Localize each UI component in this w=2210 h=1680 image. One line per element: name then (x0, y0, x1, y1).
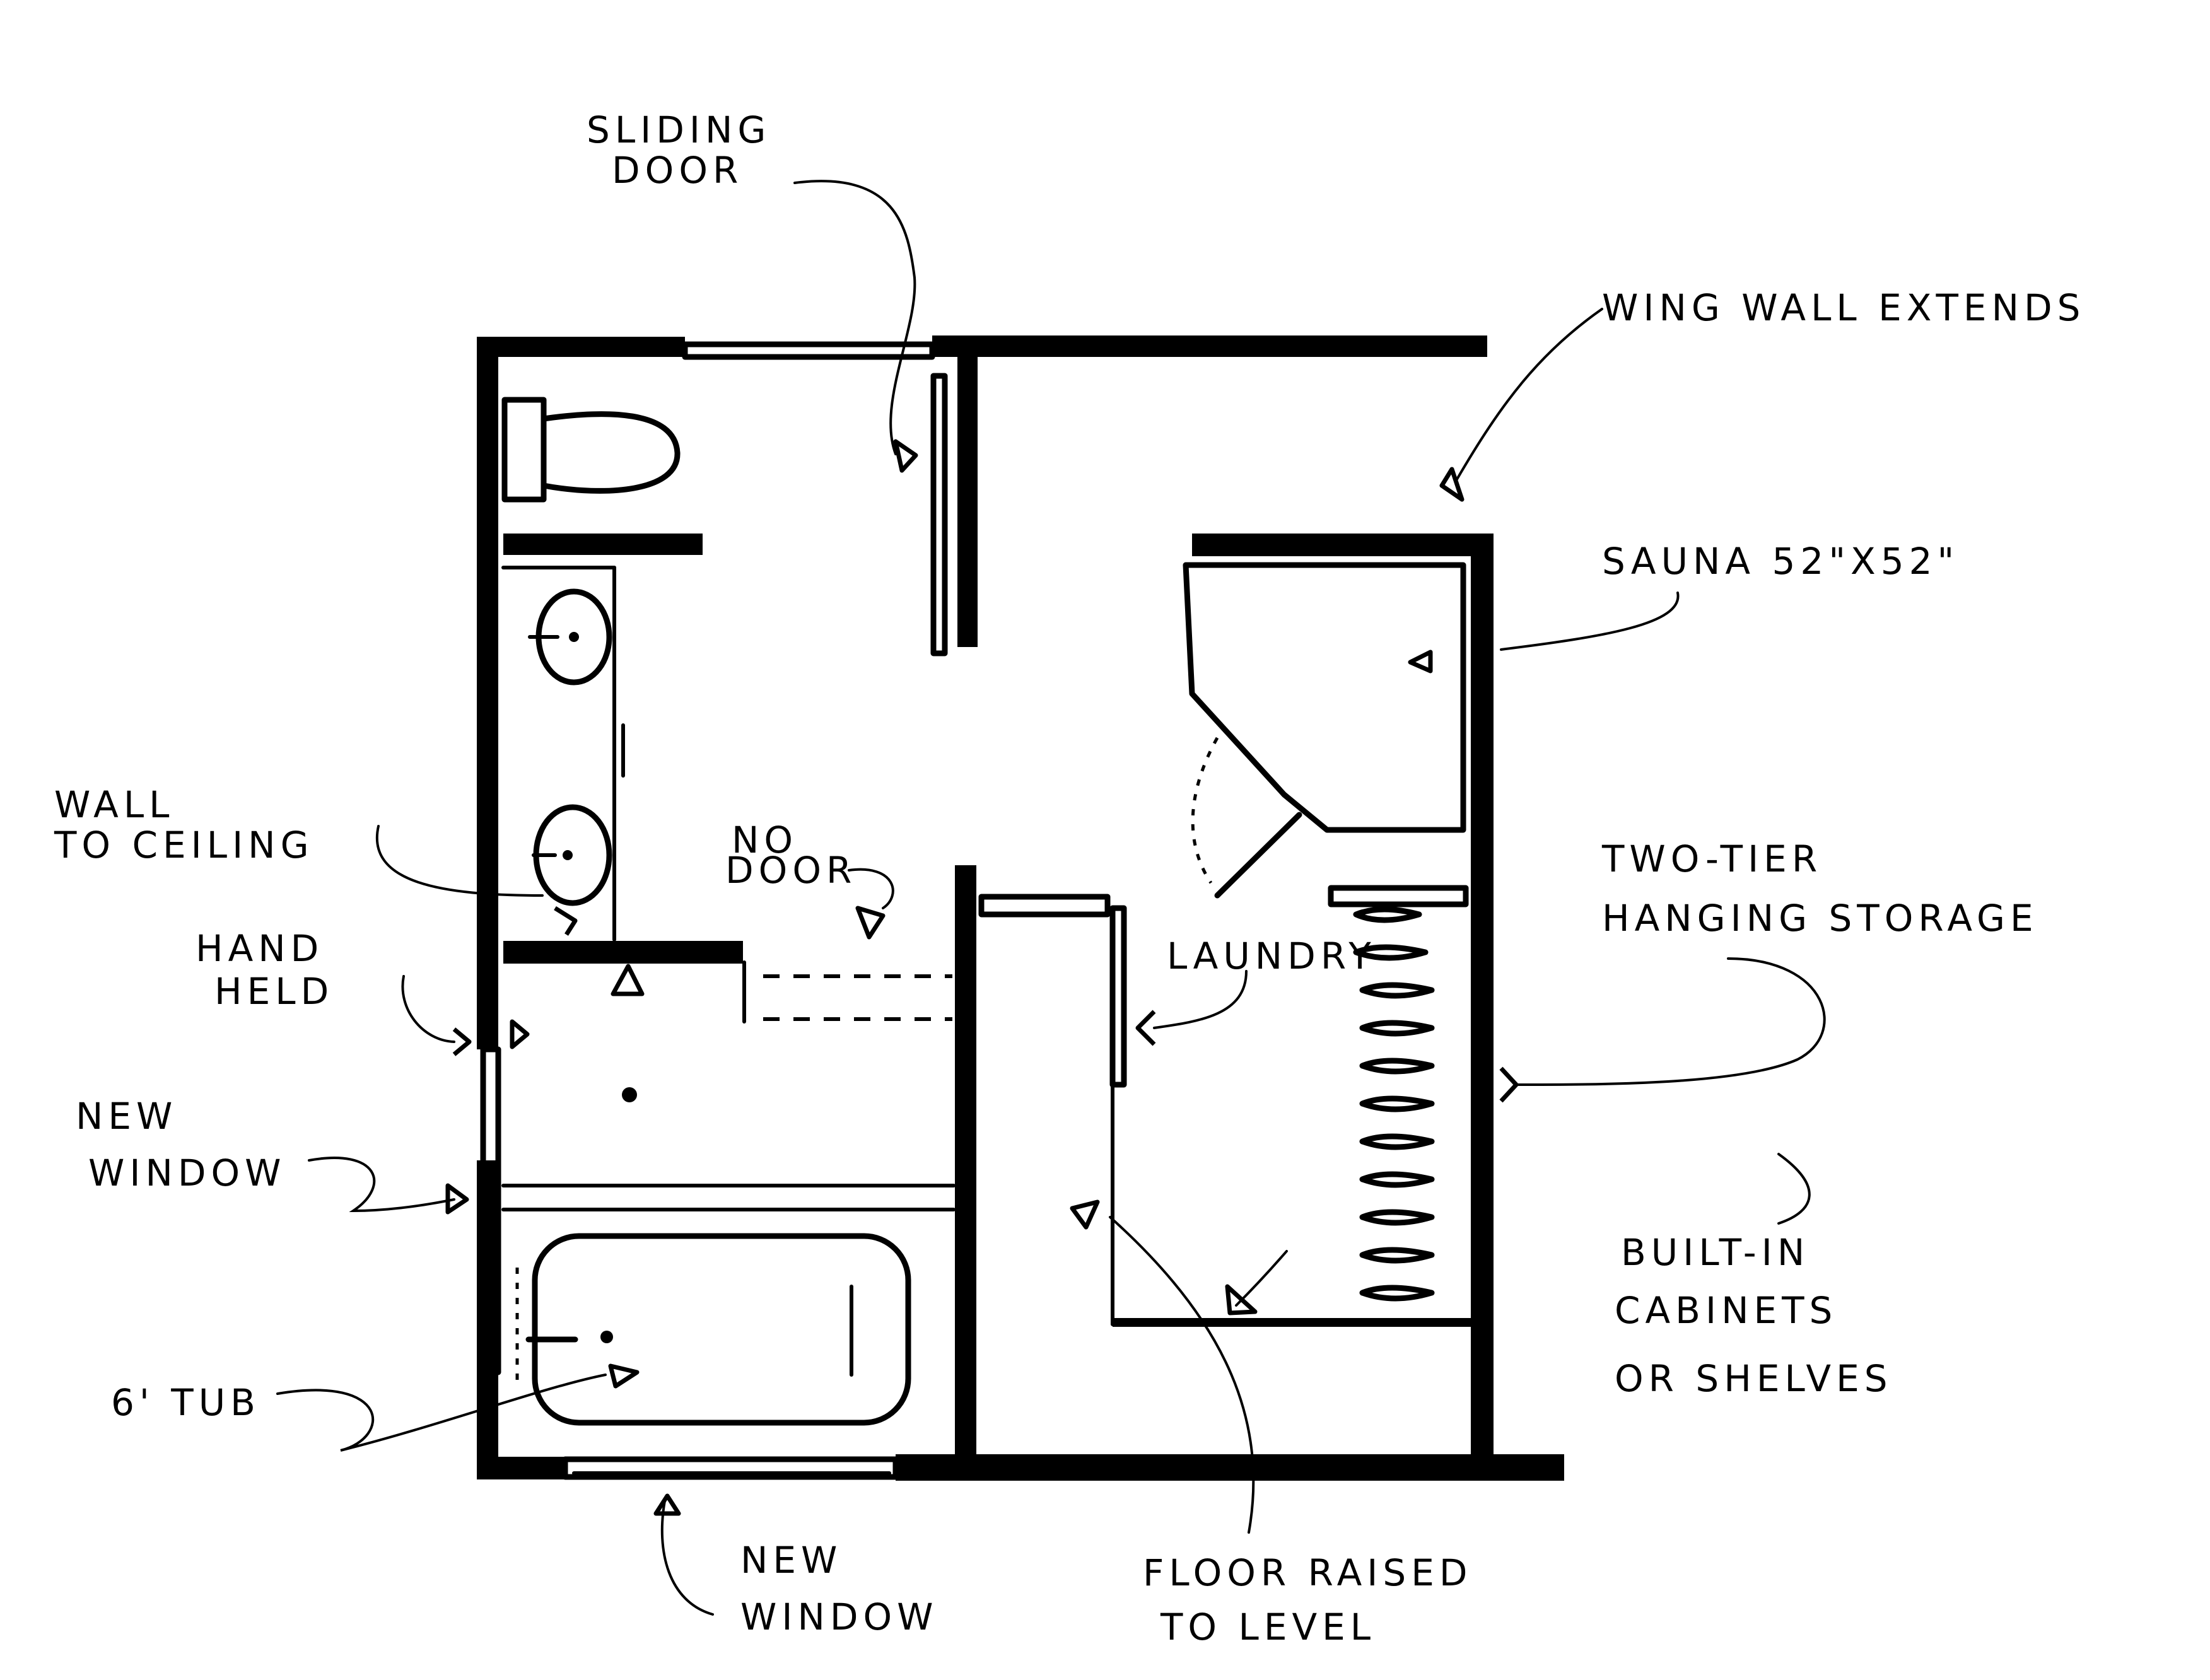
label-wall-to-ceiling-line2: TO CEILING (54, 824, 314, 866)
toilet-bowl (541, 411, 681, 494)
storage-top-shelf (1328, 885, 1469, 907)
shower-and-tub (501, 1087, 956, 1426)
arrow-shower-head (611, 964, 645, 996)
arrow-built-in (1225, 1284, 1258, 1315)
leader-tub (276, 1374, 607, 1452)
sliding-door-pocket-wall (957, 357, 978, 647)
hanging-storage-clothes (1353, 906, 1435, 1302)
leader-built-in (1777, 1153, 1811, 1225)
shower-drain (622, 1087, 637, 1102)
top-wall-right-segment (932, 335, 1487, 357)
leader-sliding-door (793, 180, 916, 455)
left-wall-upper (477, 337, 498, 1049)
tub (532, 1233, 911, 1426)
right-wall (1471, 534, 1494, 1461)
shower-partition-wall (503, 941, 743, 964)
left-wall-lower (477, 1160, 498, 1476)
sauna-door (1214, 812, 1302, 899)
sliding-door-track (682, 341, 935, 360)
annotation-leaders (276, 180, 1826, 1616)
new-window-left (480, 1046, 501, 1375)
exterior-walls (477, 335, 1564, 1481)
sauna-outline (1183, 562, 1466, 833)
top-wall-left-segment (477, 337, 685, 357)
sauna-door-swing (1191, 737, 1219, 884)
leader-wall-to-ceiling (376, 825, 544, 897)
leader-two-tier (1515, 957, 1826, 1086)
arrow-tub (608, 1363, 640, 1389)
label-floor-raised-line2: TO LEVEL (1160, 1606, 1376, 1648)
new-window-bottom (562, 1456, 899, 1480)
tub-drain (600, 1331, 613, 1343)
arrow-wing-wall (1439, 467, 1465, 502)
label-no-door-line1: NO (732, 819, 798, 861)
arrow-sliding-door (893, 439, 918, 473)
laundry-divider-wall (955, 865, 976, 1458)
openings (480, 341, 935, 1480)
leader-wing-wall (1456, 308, 1603, 481)
toilet-partition-wall (503, 534, 703, 555)
label-no-door-line2: DOOR (725, 849, 857, 892)
leader-floor-raised (1109, 1216, 1255, 1534)
label-sauna: SAUNA 52"X52" (1602, 540, 1959, 583)
sliding-door-panel (930, 373, 948, 656)
closet-floor-step (1113, 1318, 1471, 1327)
label-new-window-left-line2: WINDOW (88, 1152, 286, 1194)
label-two-tier-line2: HANGING STORAGE (1602, 897, 2038, 940)
arrow-laundry (1135, 1010, 1156, 1046)
arrow-new-window-bottom (653, 1493, 681, 1516)
label-new-window-bottom-line1: NEW (740, 1539, 842, 1582)
label-laundry: LAUNDRY (1167, 935, 1376, 977)
arrow-hand-held (452, 1027, 472, 1056)
arrow-floor-raised (1070, 1199, 1100, 1230)
leader-laundry (1153, 970, 1248, 1029)
leader-new-window-bottom (660, 1500, 714, 1616)
laundry-shelf (978, 894, 1111, 918)
arrow-no-door (855, 906, 886, 940)
leader-no-door (848, 868, 894, 909)
label-built-in-line2: CABINETS (1615, 1289, 1837, 1332)
annotation-labels: SLIDING DOOR WING WALL EXTENDS SAUNA 52"… (54, 108, 2085, 1648)
sink-lower-drain (563, 850, 573, 860)
label-tub: 6' TUB (111, 1381, 260, 1424)
leader-hand-held (401, 975, 455, 1043)
bottom-wall-right-segment (896, 1454, 1564, 1481)
arrow-hand-held-fixture (510, 1019, 530, 1049)
label-built-in-line1: BUILT-IN (1621, 1231, 1810, 1274)
vanity (501, 566, 625, 942)
label-sliding-door-line2: DOOR (612, 149, 743, 192)
interior-walls (503, 357, 1488, 1458)
label-new-window-left-line1: NEW (76, 1095, 177, 1138)
label-hand-held-line1: HAND (196, 927, 324, 970)
label-new-window-bottom-line2: WINDOW (740, 1595, 938, 1638)
toilet-tank (501, 397, 547, 503)
arrow-two-tier (1499, 1066, 1519, 1103)
leader-new-window-left (308, 1157, 455, 1213)
label-hand-held-line2: HELD (214, 970, 334, 1013)
label-sliding-door-line1: SLIDING (587, 108, 771, 151)
no-door-opening (742, 960, 952, 1024)
toilet (501, 397, 681, 503)
leader-sauna (1500, 592, 1680, 651)
leader-built-in-inner (1235, 1250, 1288, 1307)
sauna-top-wall (1192, 534, 1488, 556)
label-wall-to-ceiling-line1: WALL (54, 783, 174, 826)
label-wing-wall: WING WALL EXTENDS (1602, 286, 2085, 329)
arrow-sauna (1408, 650, 1433, 674)
label-built-in-line3: OR SHELVES (1615, 1357, 1893, 1400)
sink-upper-drain (569, 632, 579, 642)
sauna (1183, 562, 1466, 899)
label-two-tier-line1: TWO-TIER (1601, 837, 1822, 880)
bottom-wall-left-segment (477, 1457, 565, 1479)
arrow-wall-to-ceiling (554, 906, 578, 936)
arrow-new-window-left (445, 1183, 469, 1215)
label-floor-raised-line1: FLOOR RAISED (1143, 1551, 1473, 1594)
